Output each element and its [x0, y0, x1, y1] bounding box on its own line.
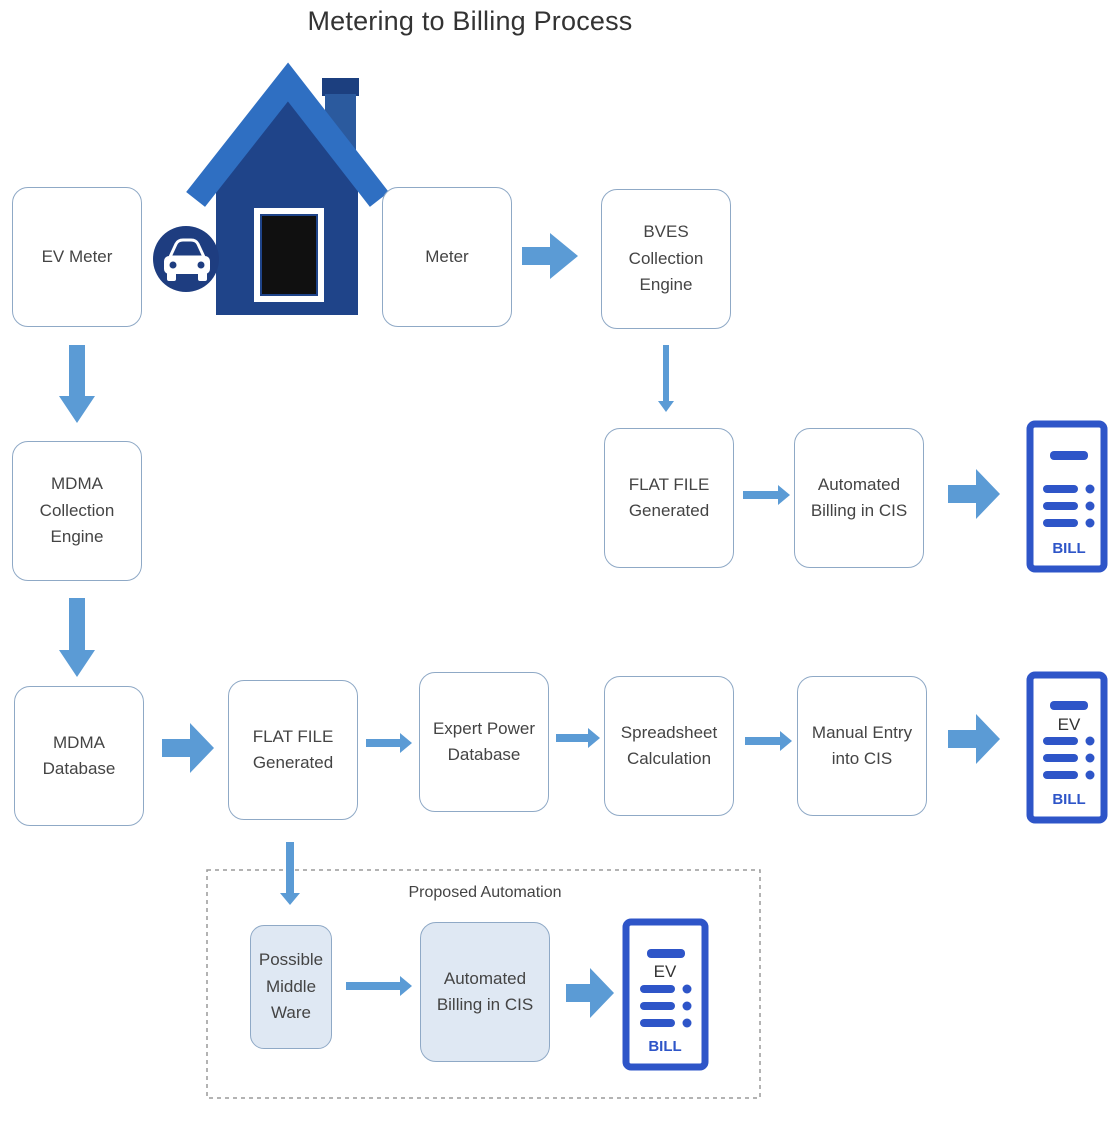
- arrow-spreadsheet-to-manual-entry: [745, 731, 792, 751]
- arrow-bves-to-flat-file: [658, 345, 674, 412]
- node-spreadsheet-calculation: Spreadsheet Calculation: [604, 676, 734, 816]
- arrow-flat-file-to-middleware: [280, 842, 300, 905]
- arrow-meter-to-bves: [522, 233, 578, 279]
- bill-top-caption: BILL: [1052, 540, 1085, 557]
- node-automated-billing-proposed: Automated Billing in CIS: [420, 922, 550, 1062]
- proposed-automation-label: Proposed Automation: [408, 884, 562, 901]
- ev-bill-icon: EV BILL: [1026, 671, 1108, 824]
- node-bves-collection-engine: BVES Collection Engine: [601, 189, 731, 329]
- proposed-ev-bill-icon: EV BILL: [622, 918, 709, 1071]
- car-icon: [153, 226, 219, 292]
- bill-proposed-caption: BILL: [648, 1038, 681, 1055]
- proposed-automation-area: [206, 869, 761, 1099]
- bill-icon: BILL: [1026, 420, 1108, 573]
- node-flat-file-top: FLAT FILE Generated: [604, 428, 734, 568]
- arrow-manual-entry-to-ev-bill: [948, 714, 1000, 764]
- node-mdma-collection-engine: MDMA Collection Engine: [12, 441, 142, 581]
- node-manual-entry: Manual Entry into CIS: [797, 676, 927, 816]
- node-flat-file-mid: FLAT FILE Generated: [228, 680, 358, 820]
- node-mdma-database: MDMA Database: [14, 686, 144, 826]
- bill-mid-tag: EV: [1058, 715, 1081, 734]
- diagram-title: Metering to Billing Process: [307, 6, 633, 36]
- arrow-flat-file-to-expert-power: [366, 733, 412, 753]
- bill-proposed-tag: EV: [654, 962, 677, 981]
- node-ev-meter: EV Meter: [12, 187, 142, 327]
- arrow-flat-file-to-automated-billing: [743, 485, 790, 505]
- arrow-ev-meter-to-mdma-collection: [59, 345, 95, 423]
- arrow-proposed-billing-to-ev-bill: [566, 968, 614, 1018]
- thin-arrows: [280, 345, 792, 996]
- bill-mid-caption: BILL: [1052, 791, 1085, 808]
- node-expert-power-database: Expert Power Database: [419, 672, 549, 812]
- arrow-automated-billing-to-bill: [948, 469, 1000, 519]
- arrow-mdma-db-to-flat-file: [162, 723, 214, 773]
- node-meter: Meter: [382, 187, 512, 327]
- arrow-mdma-collection-to-mdma-db: [59, 598, 95, 677]
- arrow-middleware-to-proposed-billing: [346, 976, 412, 996]
- node-possible-middleware: Possible Middle Ware: [250, 925, 332, 1049]
- flow-arrows: [59, 233, 1000, 1018]
- house-icon: [186, 62, 389, 315]
- arrow-expert-power-to-spreadsheet: [556, 728, 600, 748]
- node-automated-billing-top: Automated Billing in CIS: [794, 428, 924, 568]
